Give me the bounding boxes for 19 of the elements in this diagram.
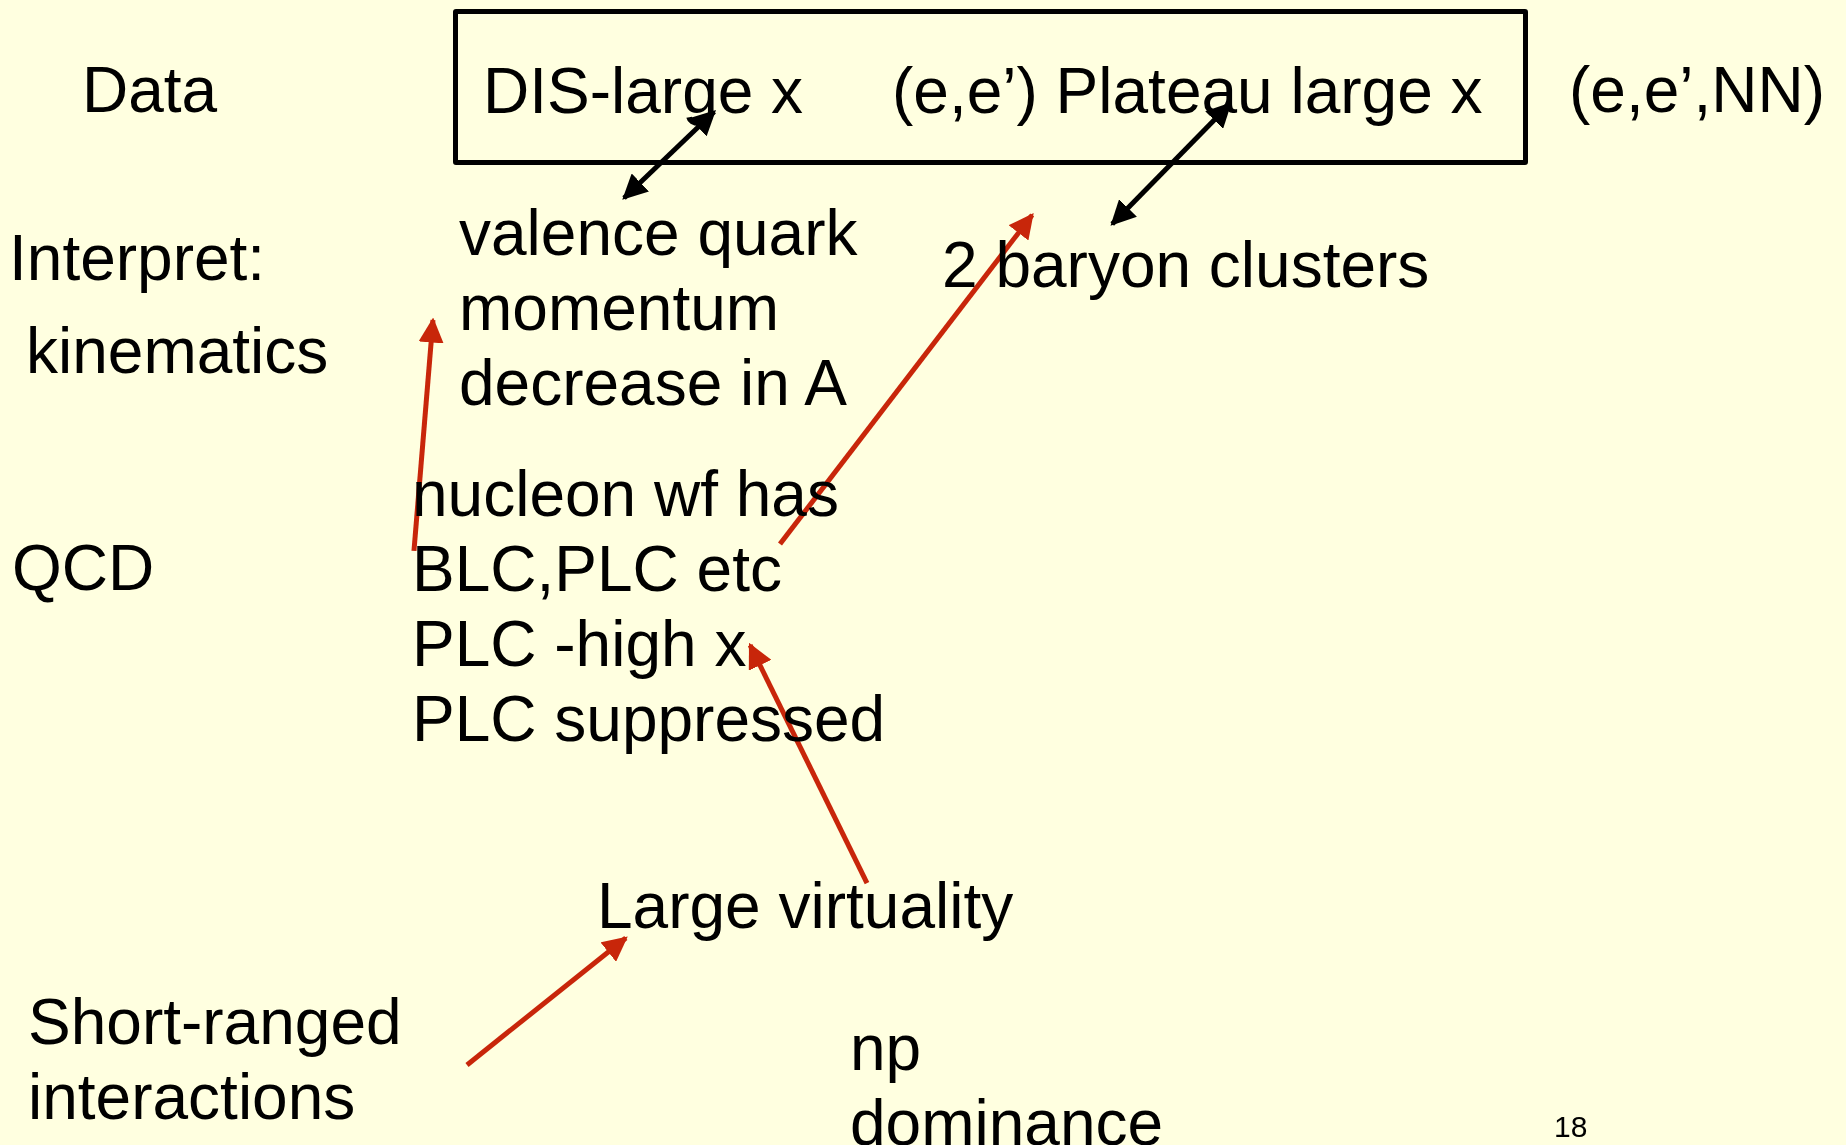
- arrow: [411, 317, 444, 552]
- row-label: Interpret:: [9, 222, 266, 296]
- arrow: [622, 109, 716, 200]
- arrow: [465, 936, 628, 1067]
- node-text: 2 baryon clusters: [942, 228, 1431, 303]
- node-text: DIS-large x: [483, 54, 805, 129]
- row-label: kinematics: [26, 315, 329, 389]
- node-text: PLC -high x: [412, 607, 748, 682]
- frame-box: [453, 9, 1528, 165]
- node-text: (e,e’) Plateau large x: [892, 54, 1484, 129]
- page-number: 18: [1554, 1110, 1588, 1145]
- node-text: Short-ranged interactions: [28, 985, 403, 1135]
- row-label: (e,e’,NN): [1569, 54, 1826, 128]
- node-text: Large virtuality: [597, 869, 1015, 944]
- arrow: [778, 213, 1035, 546]
- row-label: Data: [82, 54, 218, 128]
- arrow: [747, 642, 870, 885]
- row-label: QCD: [12, 532, 155, 606]
- node-text: valence quark momentum decrease in A: [459, 196, 859, 421]
